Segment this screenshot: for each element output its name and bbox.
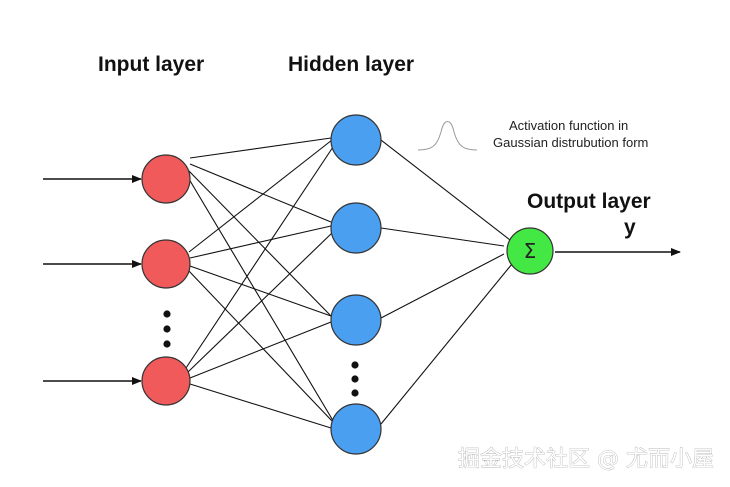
input-node-2 — [141, 239, 191, 289]
input-to-hidden-connections — [185, 137, 336, 429]
gaussian-curve-icon — [417, 121, 478, 151]
output-layer-title: Output layer — [527, 190, 651, 213]
hidden-node-1 — [330, 114, 382, 166]
summation-symbol: Σ — [524, 239, 537, 263]
output-y-label: y — [624, 216, 636, 239]
hidden-node-4 — [330, 403, 382, 455]
input-layer-title: Input layer — [98, 53, 204, 76]
input-node-3 — [141, 356, 191, 406]
hidden-node-3 — [330, 294, 382, 346]
hidden-ellipsis — [351, 361, 359, 397]
activation-note-line1: Activation function in — [509, 118, 628, 133]
hidden-layer-title: Hidden layer — [288, 53, 414, 76]
watermark: 掘金技术社区 @ 尤而小屋 — [458, 447, 714, 472]
input-node-1 — [141, 154, 191, 204]
output-node — [506, 227, 554, 275]
hidden-to-output-connections — [380, 139, 513, 425]
activation-note-line2: Gaussian distrubution form — [493, 135, 648, 150]
input-ellipsis — [163, 310, 171, 348]
hidden-node-2 — [330, 202, 382, 254]
